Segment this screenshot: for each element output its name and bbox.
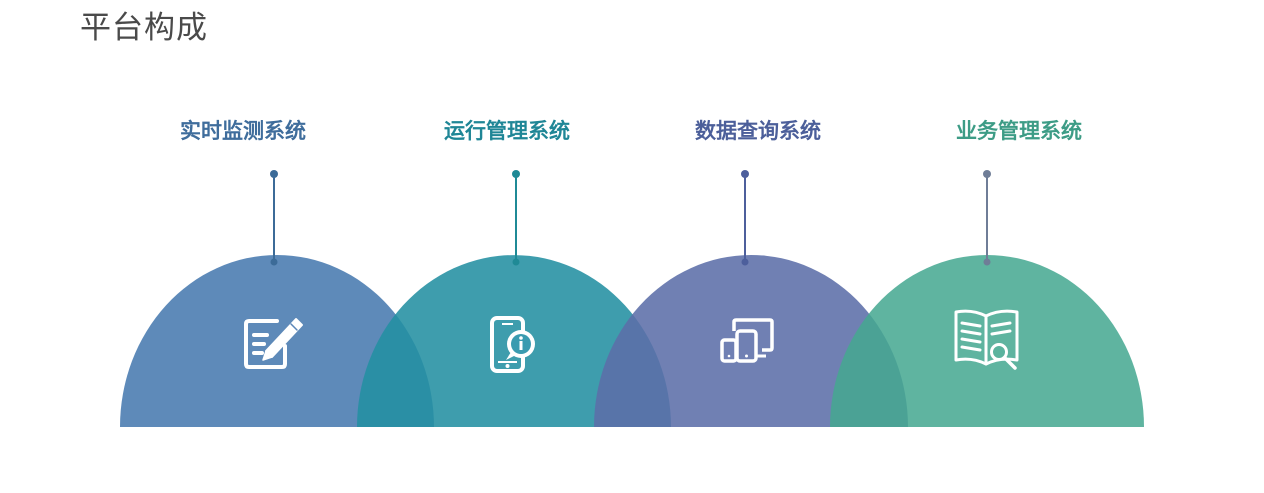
system-label-1: 实时监测系统: [180, 119, 306, 143]
system-connector-1: [270, 170, 278, 266]
system-label-2: 运行管理系统: [444, 119, 570, 143]
system-label-4: 业务管理系统: [956, 119, 1082, 143]
system-connector-2: [512, 170, 520, 266]
mobile-info-icon: [490, 316, 535, 373]
devices-icon: [720, 318, 774, 363]
system-connector-4: [983, 170, 991, 266]
edit-document-icon: [244, 318, 303, 369]
system-shape-3: [594, 255, 908, 427]
book-search-icon: [954, 309, 1019, 370]
system-connector-3: [741, 170, 749, 266]
system-label-3: 数据查询系统: [695, 119, 821, 143]
page-title: 平台构成: [80, 10, 208, 46]
